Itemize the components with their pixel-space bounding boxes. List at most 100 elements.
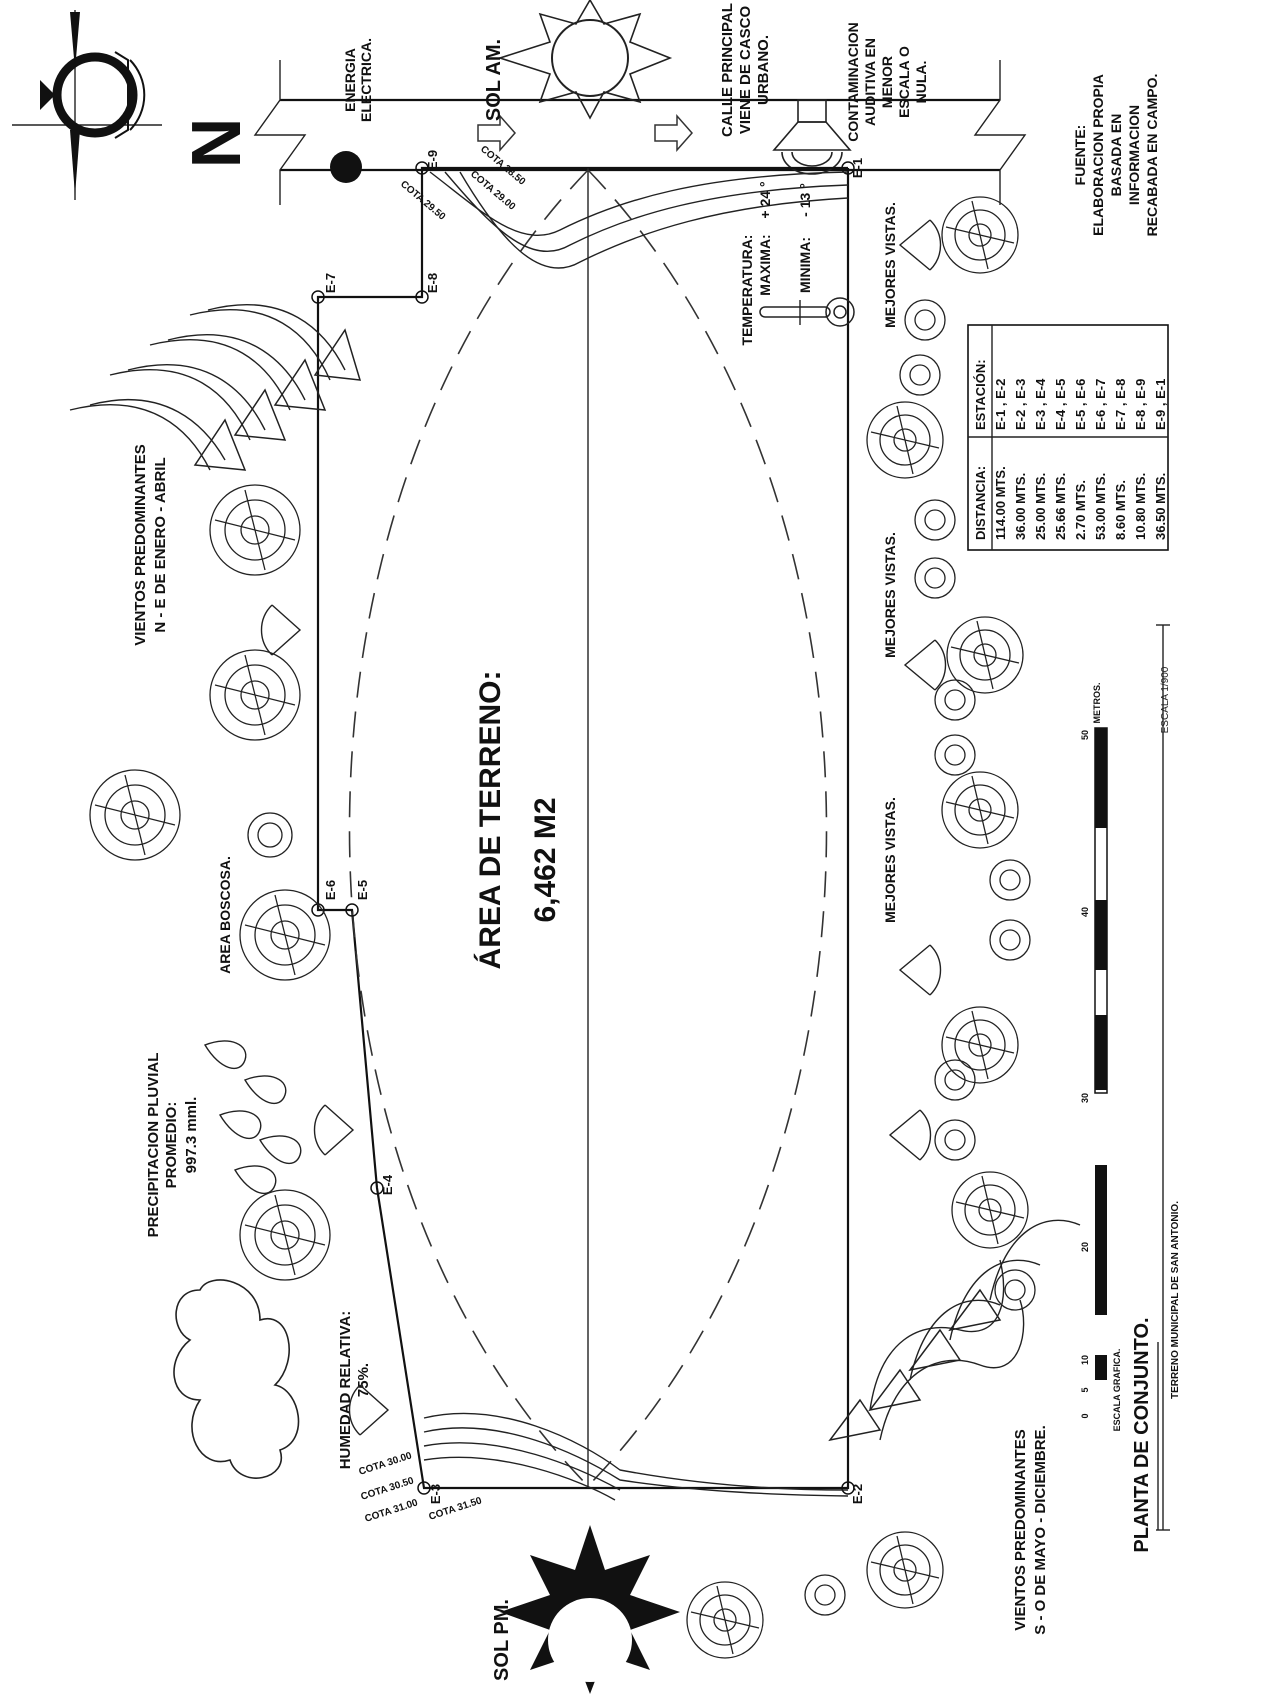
table-cell: E-3 , E-4 bbox=[1033, 378, 1048, 430]
contour-lines-bottom bbox=[423, 1412, 849, 1501]
temperatura-max-label: MAXIMA: bbox=[757, 234, 773, 295]
scale-tick-label: 0 bbox=[1080, 1413, 1090, 1418]
svg-text:FUENTE:: FUENTE: bbox=[1072, 125, 1088, 186]
station-label: E-5 bbox=[355, 880, 370, 900]
wind-so-arrows-icon bbox=[828, 1219, 1081, 1442]
area-terreno-title: ÁREA DE TERRENO: bbox=[473, 671, 507, 970]
table-cell: 2.70 MTS. bbox=[1073, 480, 1088, 540]
table-cell: E-8 , E-9 bbox=[1133, 379, 1148, 430]
station-label: E-2 bbox=[850, 1484, 865, 1504]
scale-tick-label: 5 bbox=[1080, 1387, 1090, 1392]
precipitacion-label: PRECIPITACION PLUVIAL PROMEDIO: 997.3 mm… bbox=[145, 1053, 200, 1238]
calle-principal-label: CALLE PRINCIPAL VIENE DE CASCO URBANO. bbox=[719, 3, 772, 137]
scale-tick-label: 30 bbox=[1080, 1093, 1090, 1103]
escala-label: ESCALA 1/900 bbox=[1160, 666, 1171, 733]
table-cell: 25.00 MTS. bbox=[1033, 473, 1048, 540]
station-markers bbox=[311, 161, 855, 1495]
scale-tick-label: 10 bbox=[1080, 1355, 1090, 1365]
tree-icons bbox=[89, 196, 1036, 1659]
area-terreno-value: 6,462 M2 bbox=[529, 797, 562, 922]
table-cell: 25.66 MTS. bbox=[1053, 473, 1068, 540]
table-cell: E-4 , E-5 bbox=[1053, 379, 1068, 430]
thermometer-icon bbox=[759, 297, 855, 327]
table-cell: 36.00 MTS. bbox=[1013, 473, 1028, 540]
graphic-scale bbox=[1094, 727, 1108, 1410]
fuente-label: FUENTE: ELABORACION PROPIA BASADA EN INF… bbox=[1072, 74, 1160, 237]
station-label: E-7 bbox=[323, 273, 338, 293]
svg-text:RECABADA EN CAMPO.: RECABADA EN CAMPO. bbox=[1144, 74, 1160, 237]
temperatura-max-value: + 24 ° bbox=[757, 181, 773, 218]
svg-text:ELECTRICA.: ELECTRICA. bbox=[358, 38, 374, 122]
distance-table-text: ESTACIÓN: DISTANCIA: E-1 , E-2 114.00 MTS. E… bbox=[973, 359, 1168, 540]
table-cell: E-5 , E-6 bbox=[1073, 379, 1088, 430]
cota-label: COTA 30.50 bbox=[360, 1475, 416, 1503]
svg-text:ELABORACION PROPIA: ELABORACION PROPIA bbox=[1090, 74, 1106, 236]
svg-text:VIENTOS PREDOMINANTES: VIENTOS PREDOMINANTES bbox=[1012, 1429, 1029, 1630]
electric-pole-icon bbox=[330, 151, 362, 183]
svg-text:CALLE PRINCIPAL: CALLE PRINCIPAL bbox=[719, 3, 736, 137]
table-header: ESTACIÓN: bbox=[973, 359, 988, 430]
view-cone-icons bbox=[260, 219, 947, 1436]
vientos-ne-label: VIENTOS PREDOMINANTES N - E DE ENERO - A… bbox=[132, 444, 169, 645]
svg-text:CONTAMINACION: CONTAMINACION bbox=[845, 22, 861, 142]
plan-subtitle: TERRENO MUNICIPAL DE SAN ANTONIO. bbox=[1170, 1201, 1181, 1399]
svg-text:BASADA EN: BASADA EN bbox=[1108, 114, 1124, 197]
mejores-vistas-label: MEJORES VISTAS. bbox=[882, 532, 898, 658]
cota-label: COTA 30.00 bbox=[358, 1450, 414, 1478]
station-label: E-3 bbox=[428, 1484, 443, 1504]
lot-boundary bbox=[316, 166, 850, 1490]
svg-text:AUDITIVA EN: AUDITIVA EN bbox=[862, 38, 878, 126]
cota-label: COTA 31.00 bbox=[364, 1497, 420, 1525]
sun-am-icon bbox=[497, 0, 673, 120]
loudspeaker-icon bbox=[772, 99, 852, 175]
table-cell: E-9 , E-1 bbox=[1153, 379, 1168, 430]
cloud-icon bbox=[173, 1279, 300, 1479]
svg-text:VIENTOS PREDOMINANTES: VIENTOS PREDOMINANTES bbox=[132, 444, 149, 645]
temperatura-min-value: - 13 ° bbox=[797, 183, 813, 217]
table-cell: E-6 , E-7 bbox=[1093, 379, 1108, 430]
svg-text:PRECIPITACION PLUVIAL: PRECIPITACION PLUVIAL bbox=[145, 1053, 162, 1238]
svg-text:NULA.: NULA. bbox=[913, 61, 929, 104]
svg-text:MENOR: MENOR bbox=[879, 56, 895, 108]
station-label: E-8 bbox=[425, 273, 440, 293]
station-label: E-4 bbox=[380, 1174, 395, 1195]
sol-am-label: SOL AM. bbox=[483, 39, 505, 121]
compass-rose-icon bbox=[12, 10, 162, 200]
mejores-vistas-label: MEJORES VISTAS. bbox=[882, 202, 898, 328]
sun-direction-arrows bbox=[477, 114, 694, 152]
rain-drops-icon bbox=[203, 1040, 302, 1195]
mejores-vistas-label: MEJORES VISTAS. bbox=[882, 797, 898, 923]
table-cell: 53.00 MTS. bbox=[1093, 473, 1108, 540]
metros-label: METROS. bbox=[1092, 682, 1102, 723]
svg-text:N - E DE ENERO - ABRIL: N - E DE ENERO - ABRIL bbox=[152, 457, 169, 632]
station-label: E-6 bbox=[323, 880, 338, 900]
scale-tick-label: 40 bbox=[1080, 907, 1090, 917]
humedad-label: HUMEDAD RELATIVA: 75%. bbox=[337, 1311, 372, 1470]
table-cell: E-1 , E-2 bbox=[993, 379, 1008, 430]
distance-table bbox=[967, 324, 1169, 551]
svg-text:75%.: 75%. bbox=[355, 1363, 372, 1397]
scale-tick-label: 50 bbox=[1080, 730, 1090, 740]
svg-text:INFORMACION: INFORMACION bbox=[1126, 105, 1142, 205]
station-label: E-1 bbox=[850, 158, 865, 178]
energia-label: ENERGIA ELECTRICA. bbox=[342, 38, 374, 122]
table-header: DISTANCIA: bbox=[973, 466, 988, 540]
sol-pm-label: SOL PM. bbox=[491, 1599, 513, 1681]
station-label: E-9 bbox=[425, 150, 440, 170]
vientos-so-label: VIENTOS PREDOMINANTES S - O DE MAYO - DI… bbox=[1012, 1425, 1049, 1634]
svg-text:VIENE DE CASCO: VIENE DE CASCO bbox=[737, 5, 754, 134]
svg-text:PROMEDIO:: PROMEDIO: bbox=[163, 1102, 180, 1189]
svg-text:ENERGIA: ENERGIA bbox=[342, 48, 358, 112]
wind-ne-arrows-icon bbox=[69, 304, 362, 471]
table-cell: 36.50 MTS. bbox=[1153, 473, 1168, 540]
contaminacion-label: CONTAMINACION AUDITIVA EN MENOR ESCALA O… bbox=[845, 22, 929, 142]
svg-text:URBANO.: URBANO. bbox=[755, 35, 772, 105]
north-letter: N bbox=[177, 118, 255, 169]
area-boscosa-label: AREA BOSCOSA. bbox=[217, 856, 233, 974]
table-cell: E-7 , E-8 bbox=[1113, 379, 1128, 430]
escala-grafica-label: ESCALA GRAFICA. bbox=[1112, 1349, 1122, 1432]
svg-text:997.3 mml.: 997.3 mml. bbox=[183, 1097, 200, 1174]
table-cell: 114.00 MTS. bbox=[993, 466, 1008, 540]
contour-lines-top bbox=[429, 171, 849, 269]
